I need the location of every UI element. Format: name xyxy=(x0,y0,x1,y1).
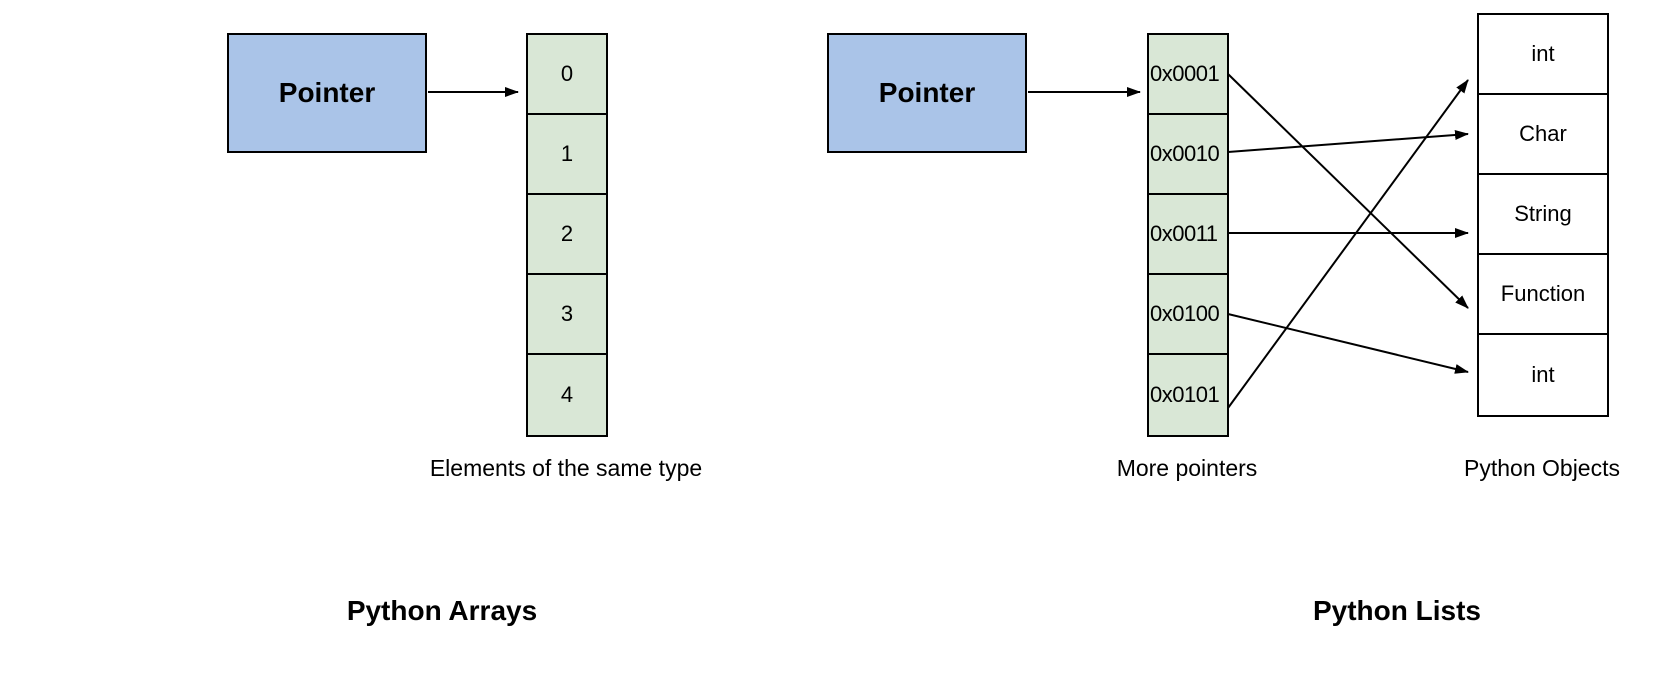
array-caption: Elements of the same type xyxy=(429,455,703,481)
array-elements-column: 0 1 2 3 4 xyxy=(526,33,608,437)
list-pointer-label: Pointer xyxy=(878,77,976,108)
object-cell-2: String xyxy=(1479,175,1607,255)
more-pointers-caption: More pointers xyxy=(1116,455,1258,481)
object-cell-3: Function xyxy=(1479,255,1607,335)
array-cell-2: 2 xyxy=(528,195,606,275)
list-pointers-column: 0x0001 0x0010 0x0011 0x0100 0x0101 xyxy=(1147,33,1229,437)
connection-arrow-0x0100-to-int xyxy=(1227,313,1469,374)
object-cell-4: int xyxy=(1479,335,1607,415)
list-pointer-box: Pointer xyxy=(827,33,1027,153)
array-pointer-box: Pointer xyxy=(227,33,427,153)
object-cell-1: Char xyxy=(1479,95,1607,175)
hex-cell-4: 0x0101 xyxy=(1149,355,1227,435)
python-arrays-title: Python Arrays xyxy=(346,595,538,626)
python-lists-title: Python Lists xyxy=(1312,595,1481,626)
array-cell-1: 1 xyxy=(528,115,606,195)
hex-cell-2: 0x0011 xyxy=(1149,195,1227,275)
hex-cell-1: 0x0010 xyxy=(1149,115,1227,195)
hex-cell-3: 0x0100 xyxy=(1149,275,1227,355)
connection-arrow-0x0010-to-char xyxy=(1227,129,1469,153)
array-cell-0: 0 xyxy=(528,35,606,115)
connection-arrow-0x0001-to-function xyxy=(1227,73,1469,309)
array-pointer-label: Pointer xyxy=(278,77,376,108)
connection-arrow-0x0101-to-int xyxy=(1227,79,1469,409)
array-cell-3: 3 xyxy=(528,275,606,355)
hex-cell-0: 0x0001 xyxy=(1149,35,1227,115)
array-cell-4: 4 xyxy=(528,355,606,435)
python-objects-column: int Char String Function int xyxy=(1477,13,1609,417)
python-objects-caption: Python Objects xyxy=(1464,455,1620,481)
object-cell-0: int xyxy=(1479,15,1607,95)
